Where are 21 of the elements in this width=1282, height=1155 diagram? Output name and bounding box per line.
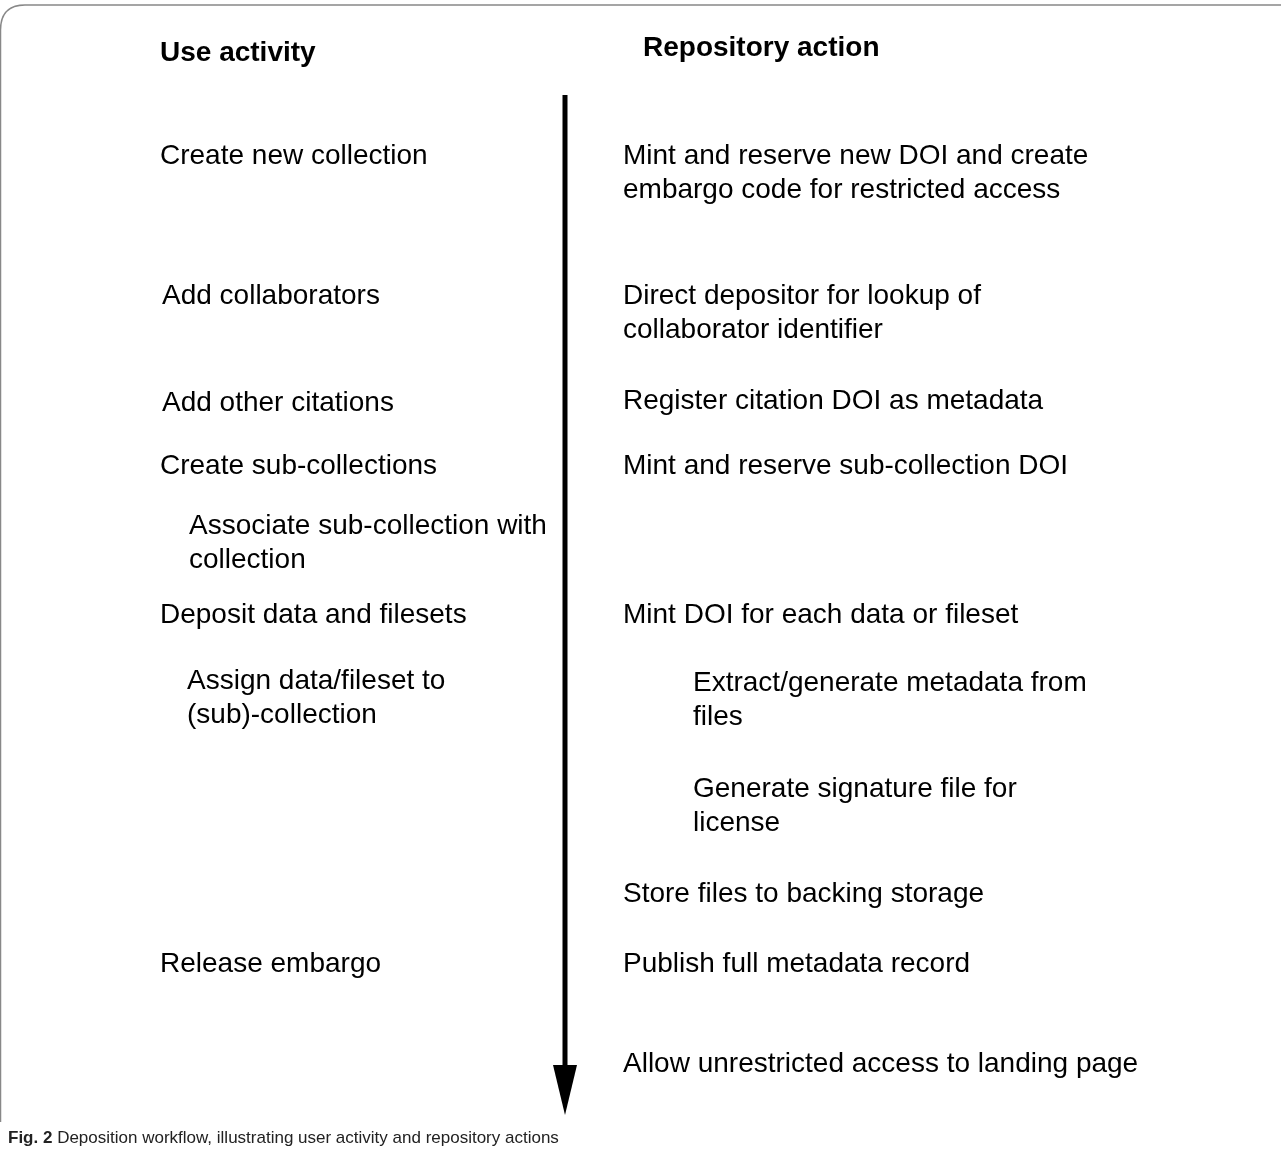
activity-text: Create new collection bbox=[160, 138, 429, 172]
action-text: Publish full metadata record bbox=[623, 946, 972, 980]
action-text: Extract/generate metadata from files bbox=[693, 665, 1088, 733]
action-text: Direct depositor for lookup of collaborator identifier bbox=[623, 278, 982, 346]
activity-text: Release embargo bbox=[160, 946, 383, 980]
activity-text: Add collaborators bbox=[162, 278, 381, 312]
column-heading: Use activity bbox=[160, 35, 317, 69]
action-text: Allow unrestricted access to landing page bbox=[623, 1046, 1140, 1080]
action-text: Mint and reserve new DOI and create embargo code for restricted access bbox=[623, 138, 1090, 206]
action-text: Generate signature file for license bbox=[693, 771, 1018, 839]
activity-text: Assign data/fileset to (sub)-collection bbox=[187, 663, 447, 731]
activity-text: Add other citations bbox=[162, 385, 395, 419]
activity-text: Associate sub-collection with collection bbox=[189, 508, 548, 576]
action-text: Register citation DOI as metadata bbox=[623, 383, 1045, 417]
action-text: Store files to backing storage bbox=[623, 876, 986, 910]
activity-text: Create sub-collections bbox=[160, 448, 439, 482]
column-heading: Repository action bbox=[643, 30, 881, 64]
action-text: Mint and reserve sub-collection DOI bbox=[623, 448, 1070, 482]
activity-text: Deposit data and filesets bbox=[160, 597, 468, 631]
action-text: Mint DOI for each data or fileset bbox=[623, 597, 1020, 631]
figure-caption: Fig. 2 Deposition workflow, illustrating user activity and repository actions bbox=[8, 1128, 559, 1148]
